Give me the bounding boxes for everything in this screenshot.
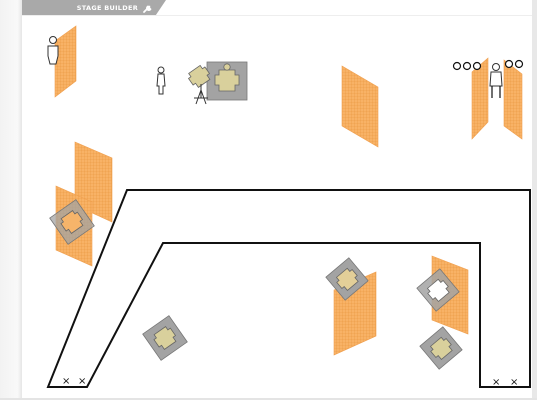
start-marker[interactable]: × <box>492 377 500 388</box>
no-shoot-silhouette[interactable] <box>156 66 166 95</box>
bottom-border <box>0 398 537 400</box>
steel-plate-target[interactable] <box>452 59 524 71</box>
paper-target[interactable] <box>419 326 463 370</box>
stage-wall-outline[interactable] <box>46 189 531 388</box>
target-stand-icon[interactable] <box>186 64 212 89</box>
barrier-panel[interactable] <box>471 57 489 140</box>
stage-builder-title: STAGE BUILDER <box>76 3 138 12</box>
left-gutter <box>0 0 22 400</box>
paper-target[interactable] <box>142 315 188 361</box>
barrier-panel[interactable] <box>341 65 379 148</box>
paper-target[interactable] <box>206 61 248 101</box>
wrench-icon <box>143 5 152 13</box>
start-marker[interactable]: × <box>62 376 70 387</box>
header-divider <box>22 15 532 16</box>
no-shoot-silhouette[interactable] <box>489 63 503 99</box>
paper-target[interactable] <box>416 268 460 312</box>
right-scrollbar-track[interactable] <box>532 0 537 400</box>
barrier-panel[interactable] <box>54 25 77 98</box>
target-stand-legs <box>194 84 208 105</box>
start-marker[interactable]: × <box>510 377 518 388</box>
stage-builder-tab[interactable]: STAGE BUILDER <box>22 0 166 15</box>
barrier-panel[interactable] <box>503 59 523 140</box>
start-marker[interactable]: × <box>78 376 86 387</box>
paper-target[interactable] <box>325 257 369 301</box>
no-shoot-silhouette[interactable] <box>47 36 59 65</box>
paper-target[interactable] <box>49 199 95 245</box>
